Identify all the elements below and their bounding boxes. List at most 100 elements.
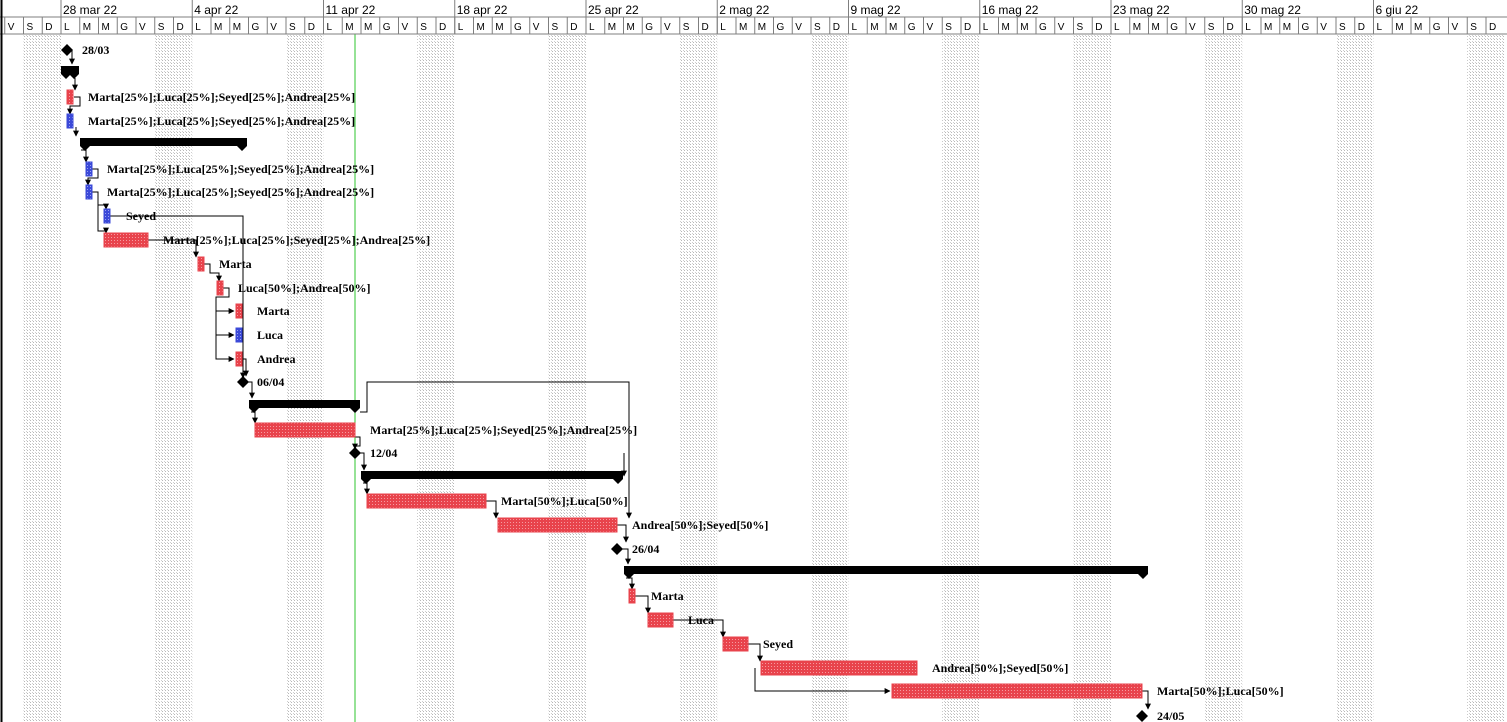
day-label: M <box>1152 22 1160 33</box>
resource-label: Marta <box>651 589 684 603</box>
summary-bar[interactable] <box>80 138 247 151</box>
day-label: V <box>402 22 409 33</box>
task-bar[interactable] <box>366 493 487 509</box>
task-bar[interactable] <box>760 660 918 676</box>
week-label: 23 mag 22 <box>1113 3 1170 17</box>
resource-label: Andrea <box>257 352 295 366</box>
milestone-marker[interactable] <box>1136 710 1148 722</box>
summary-bar[interactable] <box>624 566 1148 579</box>
task-bar[interactable] <box>235 351 243 367</box>
task-bar[interactable] <box>216 280 224 296</box>
weekend-shade <box>961 34 980 722</box>
day-label: M <box>364 22 372 33</box>
milestone-marker[interactable] <box>611 543 623 555</box>
weekend-shade <box>1092 34 1111 722</box>
day-label: V <box>927 22 934 33</box>
task-bar[interactable] <box>647 612 674 628</box>
day-label: V <box>533 22 540 33</box>
day-label: M <box>1264 22 1272 33</box>
weekend-shade <box>548 34 568 722</box>
day-label: M <box>345 22 353 33</box>
day-label: L <box>1114 22 1120 33</box>
weekend-shade <box>811 34 830 722</box>
day-label: M <box>233 22 241 33</box>
day-label: M <box>83 22 91 33</box>
day-label: D <box>308 22 315 33</box>
week-label: 25 apr 22 <box>588 3 639 17</box>
weekend-shade <box>1486 34 1505 722</box>
task-bar[interactable] <box>722 636 749 652</box>
resource-label: Marta[25%];Luca[25%];Seyed[25%];Andrea[2… <box>107 162 374 176</box>
day-label: M <box>1133 22 1141 33</box>
week-label: 16 mag 22 <box>982 3 1039 17</box>
day-label: S <box>552 22 559 33</box>
day-label: L <box>1245 22 1251 33</box>
day-label: M <box>495 22 503 33</box>
resource-label: Marta[25%];Luca[25%];Seyed[25%];Andrea[2… <box>88 90 355 104</box>
day-label: D <box>439 22 446 33</box>
day-label: D <box>45 22 52 33</box>
weekend-shade <box>1223 34 1243 722</box>
week-label: 28 mar 22 <box>63 3 117 17</box>
resource-label: Luca <box>257 328 283 342</box>
day-label: L <box>327 22 333 33</box>
task-bar[interactable] <box>197 256 205 272</box>
day-label: M <box>889 22 897 33</box>
task-bar[interactable] <box>628 588 636 604</box>
summary-bar[interactable] <box>361 471 623 484</box>
day-label: V <box>795 22 802 33</box>
day-label: M <box>1283 22 1291 33</box>
day-label: G <box>1433 22 1441 33</box>
milestone-marker[interactable] <box>61 44 73 56</box>
resource-label: Marta[25%];Luca[25%];Seyed[25%];Andrea[2… <box>88 114 355 128</box>
day-label: S <box>1339 22 1346 33</box>
task-bar[interactable] <box>66 113 74 129</box>
task-bar[interactable] <box>66 89 74 105</box>
milestone-date-label: 06/04 <box>257 375 284 389</box>
task-bar[interactable] <box>103 232 149 248</box>
day-label: S <box>945 22 952 33</box>
resource-label: Seyed <box>126 209 156 223</box>
day-label: G <box>1039 22 1047 33</box>
milestone-marker[interactable] <box>349 447 361 459</box>
weekend-shade <box>1204 34 1224 722</box>
weekend-shade <box>1073 34 1093 722</box>
day-label: G <box>645 22 653 33</box>
day-label: D <box>177 22 184 33</box>
weekend-shade <box>679 34 699 722</box>
day-label: M <box>1020 22 1028 33</box>
task-bar[interactable] <box>235 327 243 343</box>
day-label: D <box>702 22 709 33</box>
resource-label: Luca <box>688 613 714 627</box>
day-label: S <box>1470 22 1477 33</box>
resource-label: Andrea[50%];Seyed[50%] <box>632 518 768 532</box>
day-label: M <box>214 22 222 33</box>
task-bar[interactable] <box>85 161 93 177</box>
day-label: S <box>1208 22 1215 33</box>
task-bar[interactable] <box>85 184 93 200</box>
day-label: M <box>477 22 485 33</box>
task-bar[interactable] <box>103 208 111 224</box>
task-bar[interactable] <box>891 683 1143 699</box>
task-bar[interactable] <box>235 303 243 319</box>
day-label: M <box>102 22 110 33</box>
task-bar[interactable] <box>254 422 356 438</box>
weekend-shade <box>42 34 61 722</box>
day-label: G <box>1302 22 1310 33</box>
summary-bar[interactable] <box>61 66 79 79</box>
day-label: L <box>720 22 726 33</box>
day-label: M <box>608 22 616 33</box>
milestone-marker[interactable] <box>237 376 249 388</box>
week-label: 30 mag 22 <box>1244 3 1301 17</box>
day-label: M <box>870 22 878 33</box>
weekend-shade <box>1354 34 1374 722</box>
day-label: G <box>252 22 260 33</box>
day-label: G <box>514 22 522 33</box>
day-label: G <box>383 22 391 33</box>
weekend-shade <box>23 34 43 722</box>
summary-bar[interactable] <box>249 400 360 413</box>
task-bar[interactable] <box>497 517 618 533</box>
resource-label: Marta[25%];Luca[25%];Seyed[25%];Andrea[2… <box>163 233 430 247</box>
